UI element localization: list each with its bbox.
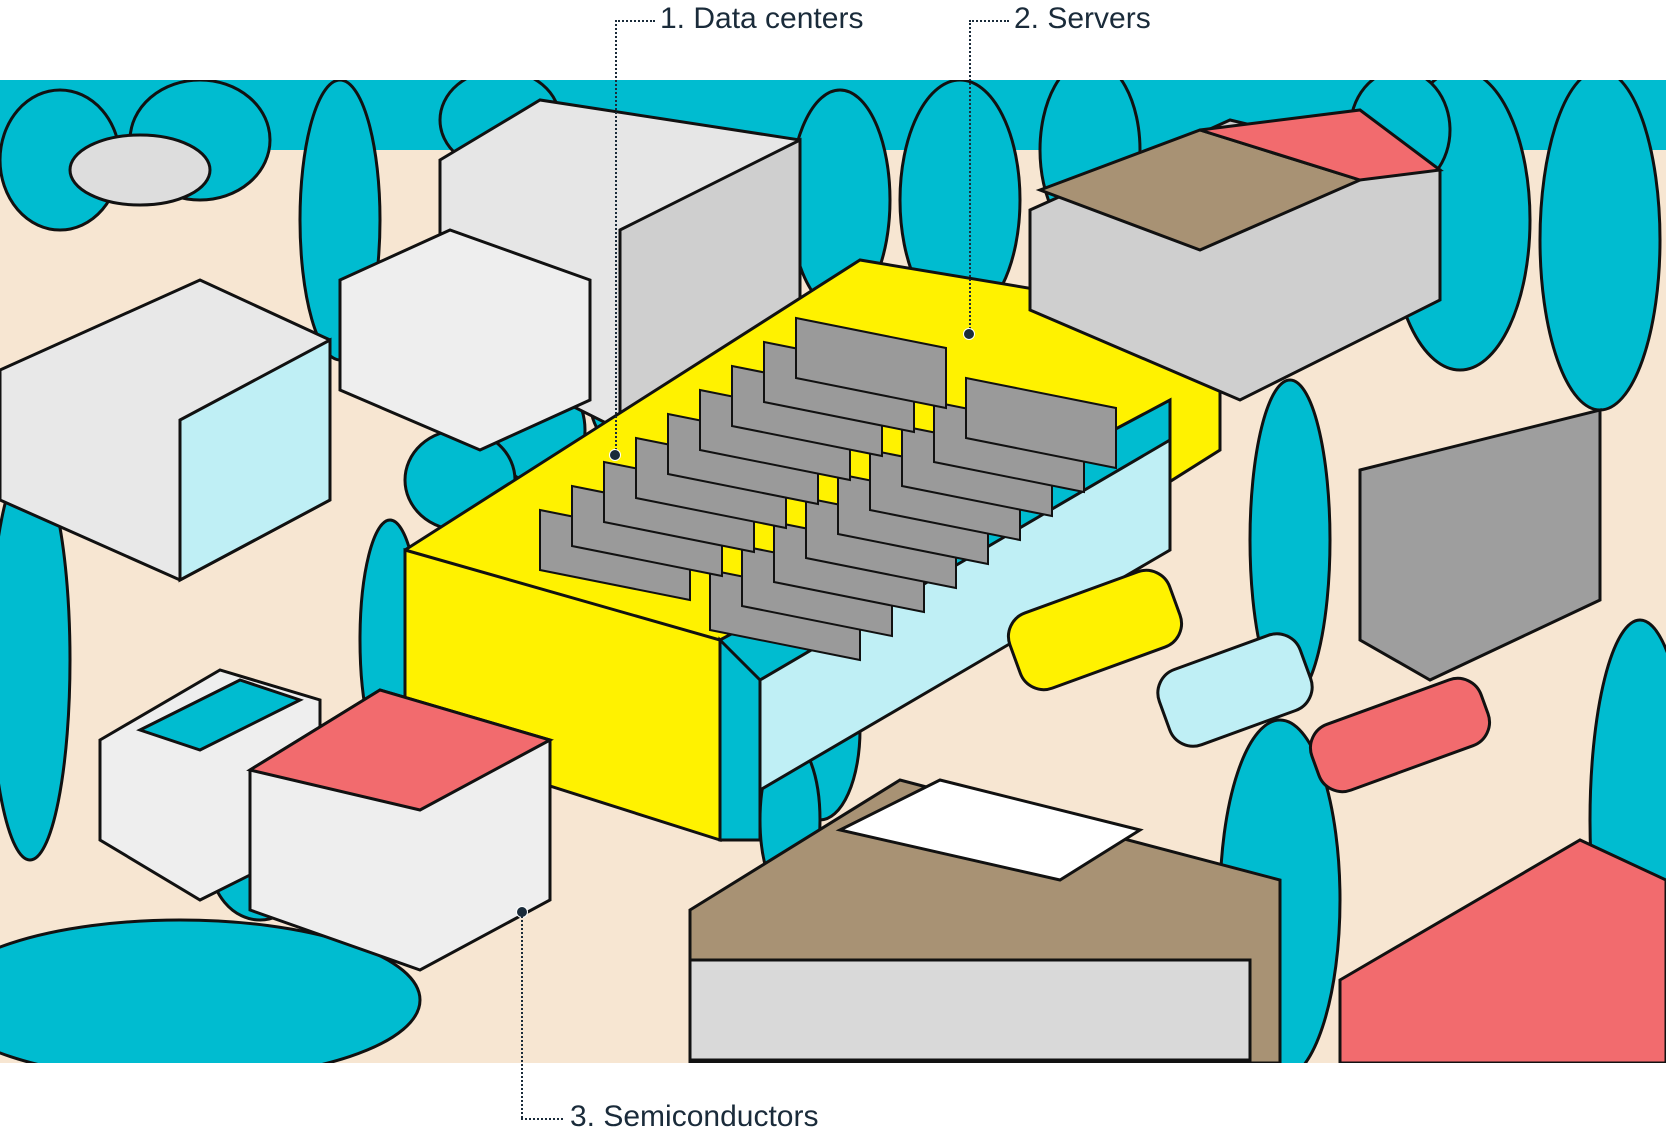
data-centers-leader-v <box>615 20 617 454</box>
server-rack <box>965 376 1117 470</box>
callout-servers: 2. Servers <box>1014 2 1151 35</box>
servers-leader-v <box>969 20 971 333</box>
campus-illustration <box>0 80 1666 1063</box>
data-centers-leader-h <box>615 20 655 22</box>
semiconductors-leader-h <box>521 1118 563 1120</box>
cars <box>1006 568 1492 794</box>
server-rack <box>795 316 947 410</box>
data-centers-marker <box>609 449 621 461</box>
small-buildings-bottom-left <box>98 668 554 972</box>
callout-semiconductors: 3. Semiconductors <box>570 1100 819 1133</box>
fab-building-bottom <box>688 778 1666 1063</box>
callout-data-centers: 1. Data centers <box>660 2 864 35</box>
server-racks <box>539 316 1117 662</box>
brown-roof-building <box>1028 108 1602 682</box>
rooftop-building-left <box>0 133 332 583</box>
servers-leader-h <box>969 20 1009 22</box>
semiconductors-leader-v <box>521 912 523 1118</box>
servers-marker <box>963 328 975 340</box>
